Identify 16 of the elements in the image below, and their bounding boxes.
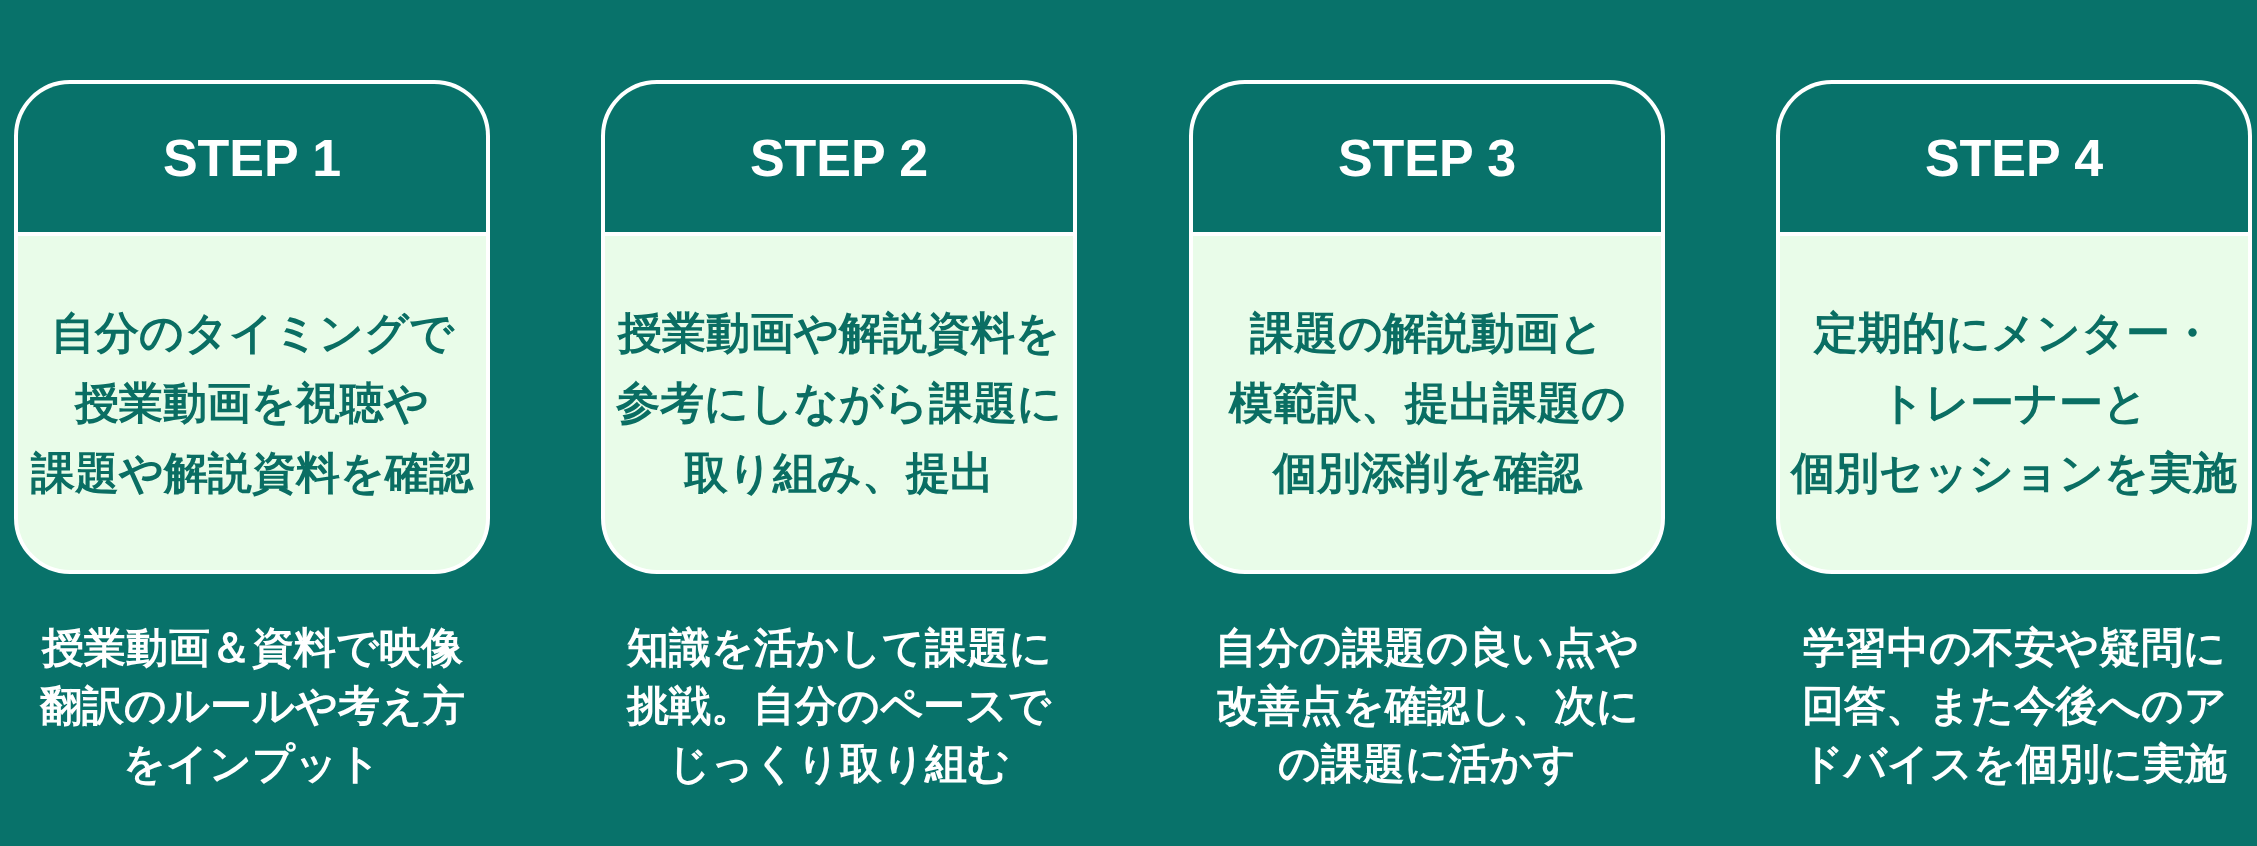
step-caption: 知識を活かして課題に挑戦。自分のペースでじっくり取り組む	[625, 622, 1053, 790]
step-card	[1189, 80, 1665, 574]
step-text: 自分のタイミングで授業動画を視聴や課題や解説資料を確認	[30, 306, 475, 500]
step-card	[601, 80, 1077, 574]
step-title: STEP 3	[1337, 127, 1517, 189]
step-title: STEP 4	[1924, 127, 2104, 189]
step-title: STEP 2	[749, 127, 929, 189]
step-text: 授業動画や解説資料を参考にしながら課題に取り組み、提出	[616, 306, 1062, 500]
step-caption: 授業動画＆資料で映像翻訳のルールや考え方をインプット	[38, 622, 466, 790]
step-title: STEP 1	[162, 127, 342, 189]
step-text: 定期的にメンター・トレーナーと個別セッションを実施	[1791, 306, 2237, 500]
step-card	[14, 80, 490, 574]
step-text: 課題の解説動画と模範訳、提出課題の個別添削を確認	[1227, 306, 1627, 500]
step-card	[1776, 80, 2252, 574]
step-caption: 自分の課題の良い点や改善点を確認し、次にの課題に活かす	[1214, 622, 1640, 790]
step-caption: 学習中の不安や疑問に回答、また今後へのアドバイスを個別に実施	[1800, 622, 2228, 790]
